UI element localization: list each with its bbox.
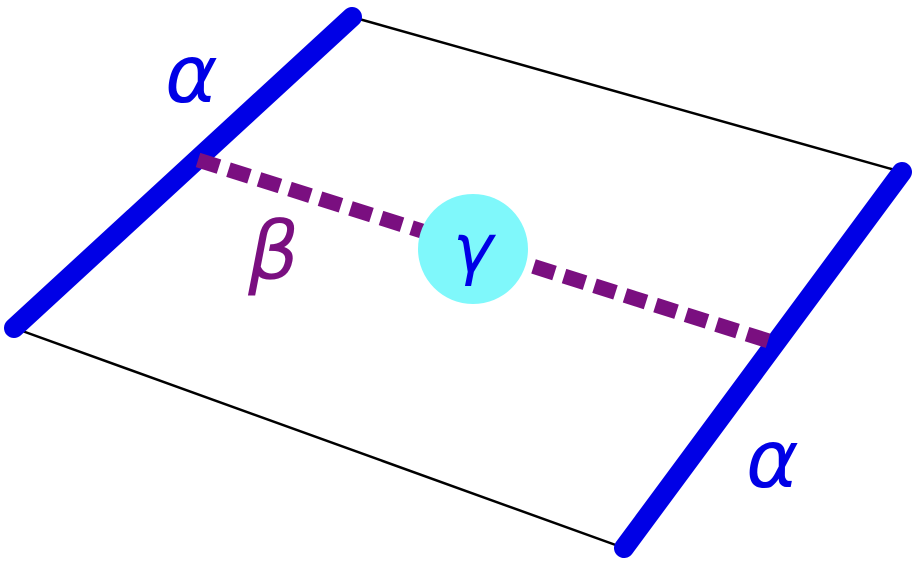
frame-bottom-edge [13,326,625,550]
alpha-edge-left [4,7,362,338]
gamma-label: γ [453,210,497,289]
frame-top-edge [351,15,903,174]
alpha-label-right: α [746,413,799,506]
gamma-node [418,194,528,304]
beta-label: β [247,205,299,298]
alpha-label-left: α [165,28,218,121]
alpha-edge-right [614,162,912,558]
